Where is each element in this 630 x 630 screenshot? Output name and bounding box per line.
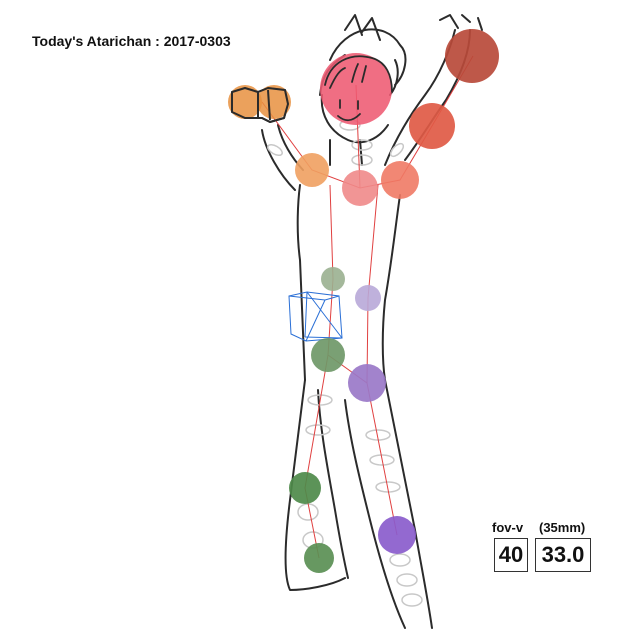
hand-outline xyxy=(231,87,289,123)
chest-joint[interactable] xyxy=(342,170,378,206)
joint-handles[interactable] xyxy=(228,29,499,573)
right-hip-joint[interactable] xyxy=(355,285,381,311)
focal-length-value-field[interactable]: 33.0 xyxy=(535,538,591,572)
helper-rings xyxy=(267,119,423,607)
focal-length-label: (35mm) xyxy=(539,520,586,535)
character-outline xyxy=(231,14,483,629)
right-elbow-joint[interactable] xyxy=(409,103,455,149)
face-details xyxy=(324,55,393,122)
left-ankle-joint[interactable] xyxy=(289,472,321,504)
right-shoulder-joint[interactable] xyxy=(381,161,419,199)
fov-label: fov-v xyxy=(492,520,524,535)
transform-gizmo-cube[interactable] xyxy=(288,291,343,342)
left-hand-joint-b[interactable] xyxy=(257,85,291,119)
right-hand-joint[interactable] xyxy=(445,29,499,83)
left-hip-joint[interactable] xyxy=(321,267,345,291)
head-joint[interactable] xyxy=(320,53,392,125)
page-title: Today's Atarichan : 2017-0303 xyxy=(32,33,231,49)
fov-value-field[interactable]: 40 xyxy=(494,538,528,572)
left-hand-joint-a[interactable] xyxy=(228,85,262,119)
left-shoulder-joint[interactable] xyxy=(295,153,329,187)
left-knee-joint[interactable] xyxy=(311,338,345,372)
left-foot-joint[interactable] xyxy=(304,543,334,573)
right-knee-joint[interactable] xyxy=(348,364,386,402)
right-ankle-joint[interactable] xyxy=(378,516,416,554)
